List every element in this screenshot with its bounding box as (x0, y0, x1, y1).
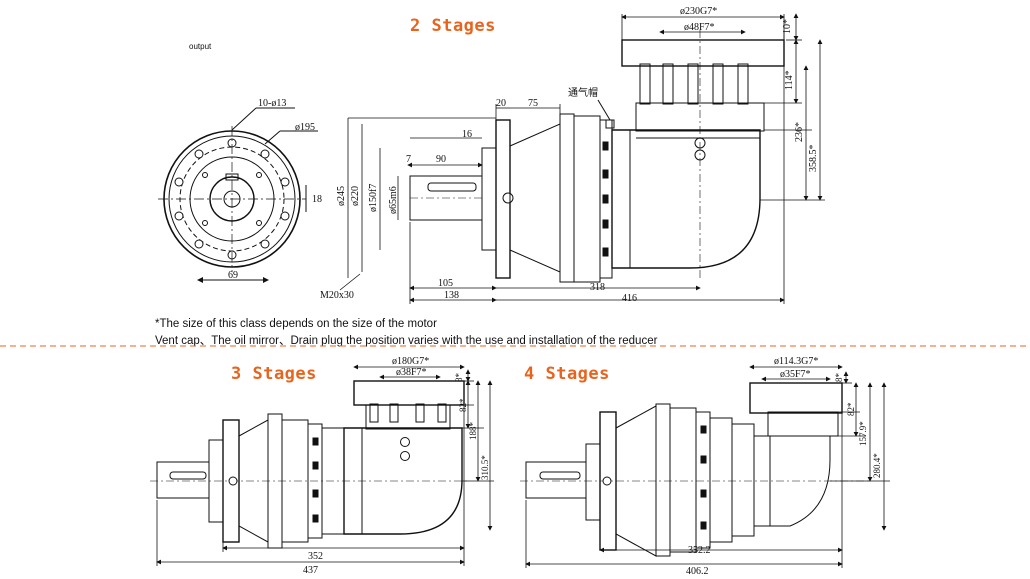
note-line-2: Vent cap、The oil mirror、Drain plug the p… (155, 335, 658, 347)
vent-cap-label: 通气帽 (568, 86, 598, 99)
dim-motor-bore-3: ø38F7* (396, 367, 427, 378)
dim-pcd: ø195 (295, 122, 315, 133)
dim-437-3: 437 (303, 565, 318, 576)
dim-h236: 236* (794, 122, 805, 142)
dim-318: 318 (590, 282, 605, 293)
dim-h358: 358.5* (808, 145, 819, 173)
dim-spigot-d: ø150f7 (368, 184, 379, 212)
dim-90: 90 (436, 154, 446, 165)
dim-138: 138 (444, 290, 459, 301)
dim-20: 20 (496, 98, 506, 109)
dim-105: 105 (438, 278, 453, 289)
dim-motor-bore-2: ø48F7* (684, 22, 715, 33)
output-label: output (189, 42, 212, 51)
dim-h82-3: 82* (458, 398, 468, 412)
dim-motor-flange-2: ø230G7* (680, 6, 717, 17)
title-2-stages: 2 Stages (410, 16, 496, 36)
dim-h157-4: 157.9* (858, 421, 868, 446)
dim-75: 75 (528, 98, 538, 109)
dim-shaft-d: ø65m6 (388, 186, 399, 214)
dim-motor-bore-4: ø35F7* (780, 369, 811, 380)
note-line-1: *The size of this class depends on the s… (155, 318, 437, 330)
dim-16: 16 (462, 129, 472, 140)
dim-motor-flange-4: ø114.3G7* (774, 356, 818, 367)
dim-h280-4: 280.4* (872, 453, 882, 478)
side-view-4stage (520, 364, 890, 568)
dim-352-4: 352.2 (688, 545, 711, 556)
dim-h114: 114* (784, 70, 795, 90)
dim-key-width: 18 (312, 194, 322, 205)
dim-352-3: 352 (308, 551, 323, 562)
dim-h310-3: 310.5* (480, 455, 490, 480)
title-3-stages: 3 Stages (231, 364, 317, 384)
dim-h8-3: 8* (454, 373, 464, 383)
side-view-3stage (150, 364, 494, 566)
dim-bolt-holes: 10-ø13 (258, 98, 286, 109)
dim-motor-flange-3: ø180G7* (392, 356, 429, 367)
dim-pilot-d: ø220 (350, 186, 361, 206)
dim-406-4: 406.2 (686, 566, 709, 577)
dim-416: 416 (622, 293, 637, 304)
dim-h188-3: 188* (468, 422, 478, 441)
dim-h8-4: 8* (834, 373, 844, 383)
dim-h10: 10* (782, 19, 793, 34)
dim-7: 7 (406, 154, 411, 165)
dim-flange-d: ø245 (336, 186, 347, 206)
side-view-2stage (339, 13, 825, 304)
thread-label: M20x30 (320, 290, 354, 301)
dim-h82-4: 82* (846, 402, 856, 416)
front-view-2stage (158, 107, 318, 283)
dim-key-height: 69 (228, 270, 238, 281)
title-4-stages: 4 Stages (524, 364, 610, 384)
